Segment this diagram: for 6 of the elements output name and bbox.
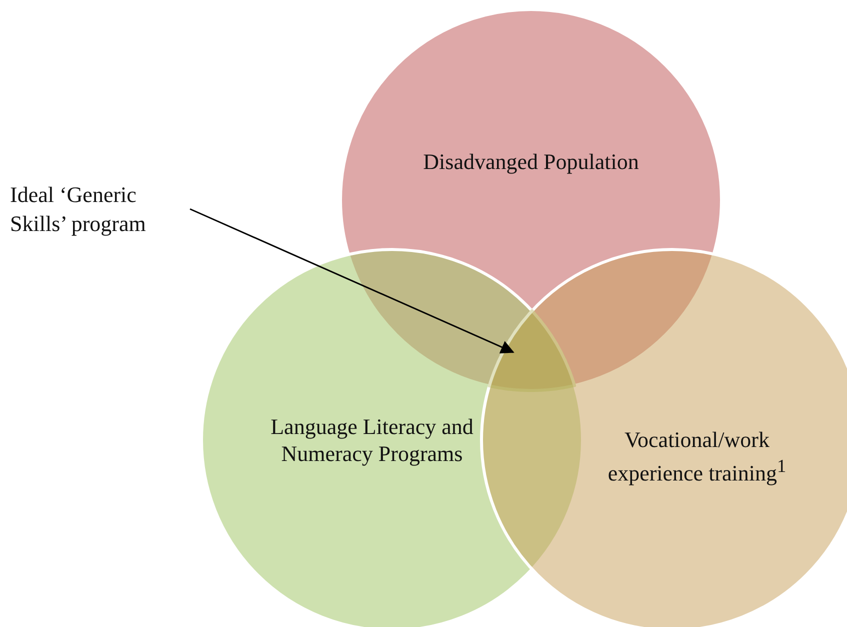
circle-label: Disadvanged Population <box>422 148 640 175</box>
circle-label: Language Literacy and Numeracy Programs <box>270 413 474 467</box>
callout-text: Ideal ‘Generic Skills’ program <box>10 180 190 238</box>
overlap-region <box>488 309 576 392</box>
leader-line <box>190 208 514 354</box>
circle-label: Vocational/work experience training$^{1}$ <box>606 426 788 486</box>
